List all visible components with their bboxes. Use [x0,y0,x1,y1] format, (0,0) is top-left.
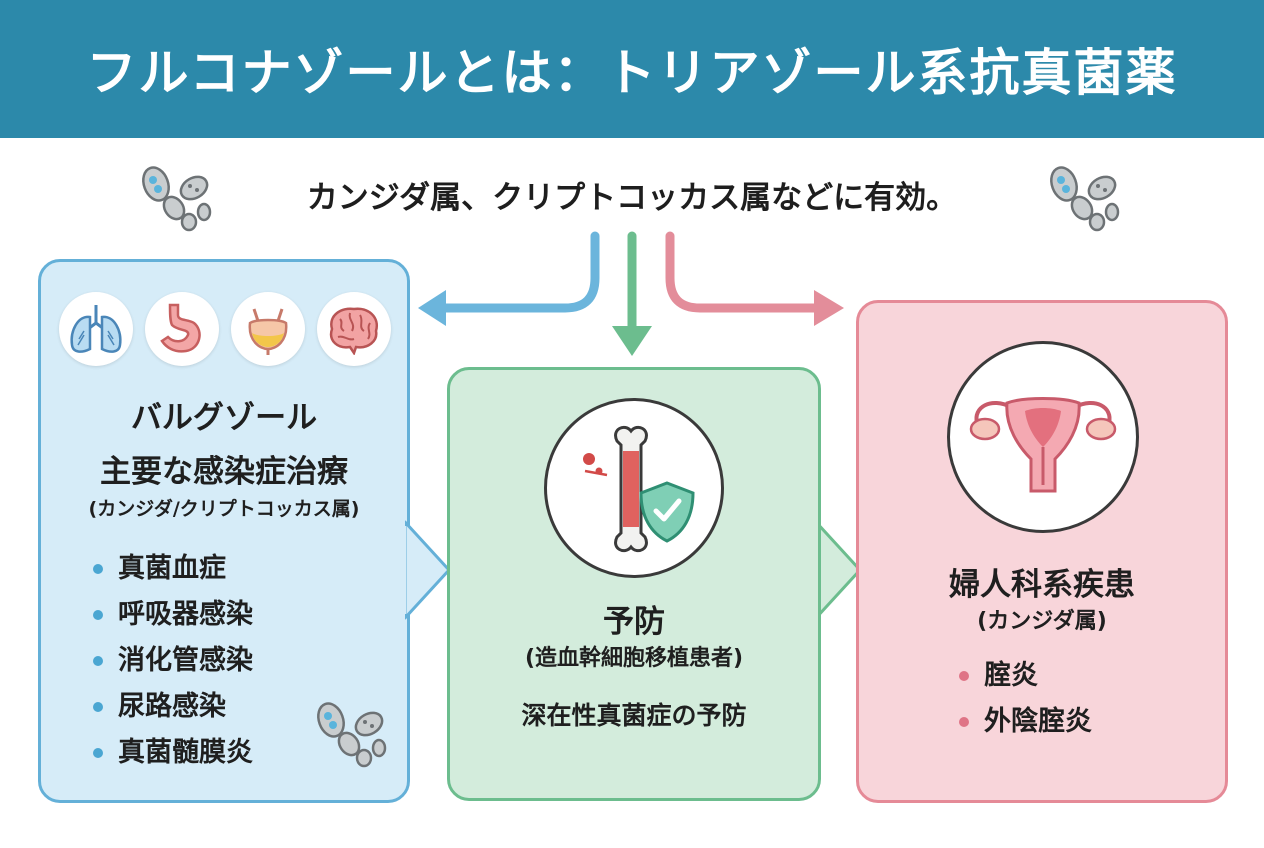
list-item: 真菌髄膜炎 [93,730,253,776]
treatment-subtitle: (カンジダ/クリプトコッカス属) [88,498,360,520]
list-item: 消化管感染 [93,638,253,684]
prevention-description: 深在性真菌症の予防 [521,701,747,730]
arrow-head-left [418,290,446,326]
gynecology-list: 腟炎 外陰腟炎 [959,653,1092,745]
header-banner: フルコナゾールとは：トリアゾール系抗真菌薬 [0,0,1264,138]
uterus-icon [969,397,1117,493]
gynecology-panel: 婦人科系疾患 (カンジダ属) 腟炎 外陰腟炎 [856,300,1228,803]
prevention-icon-circle [544,398,724,578]
page-title: フルコナゾールとは：トリアゾール系抗真菌薬 [86,44,1178,102]
treatment-title-line1: バルグゾール [130,400,318,436]
bullet-dot [93,748,103,758]
arrow-to-treatment [433,231,600,313]
bullet-dot [93,656,103,666]
treatment-list: 真菌血症 呼吸器感染 消化管感染 尿路感染 真菌髄膜炎 [93,546,253,776]
prevention-title: 予防 [603,604,665,640]
gynecology-subtitle: (カンジダ属) [977,609,1107,634]
treatment-title-line2: 主要な感染症治療 [100,454,348,490]
microbe-icon [317,702,387,768]
arrow-head-down [612,326,652,356]
prevention-subtitle: (造血幹細胞移植患者) [524,646,744,671]
microbe-icon [142,166,212,232]
chevron-connector [405,520,451,620]
prevention-panel: 予防 (造血幹細胞移植患者) 深在性真菌症の予防 [447,367,821,801]
list-item: 外陰腟炎 [959,699,1092,745]
arrow-to-gynecology [665,231,825,313]
uterus-icon-circle [947,341,1139,533]
bullet-dot [959,671,969,681]
brain-icon [317,292,391,366]
list-item: 腟炎 [959,653,1092,699]
shield-check-icon [639,481,695,543]
bullet-dot [959,717,969,727]
arrow-head-right [814,290,844,326]
list-item: 尿路感染 [93,684,253,730]
stomach-icon [145,292,219,366]
bullet-dot [93,610,103,620]
list-item: 呼吸器感染 [93,592,253,638]
bladder-icon [231,292,305,366]
bone-icon [614,425,648,553]
lungs-icon [59,292,133,366]
list-item: 真菌血症 [93,546,253,592]
treatment-panel: バルグゾール 主要な感染症治療 (カンジダ/クリプトコッカス属) 真菌血症 呼吸… [38,259,410,803]
gynecology-title: 婦人科系疾患 [949,567,1135,603]
bullet-dot [93,564,103,574]
microbe-icon [1050,166,1120,232]
chevron-connector [816,520,862,620]
bullet-dot [93,702,103,712]
intro-subtitle: カンジダ属、クリプトコッカス属などに有効。 [306,180,958,216]
